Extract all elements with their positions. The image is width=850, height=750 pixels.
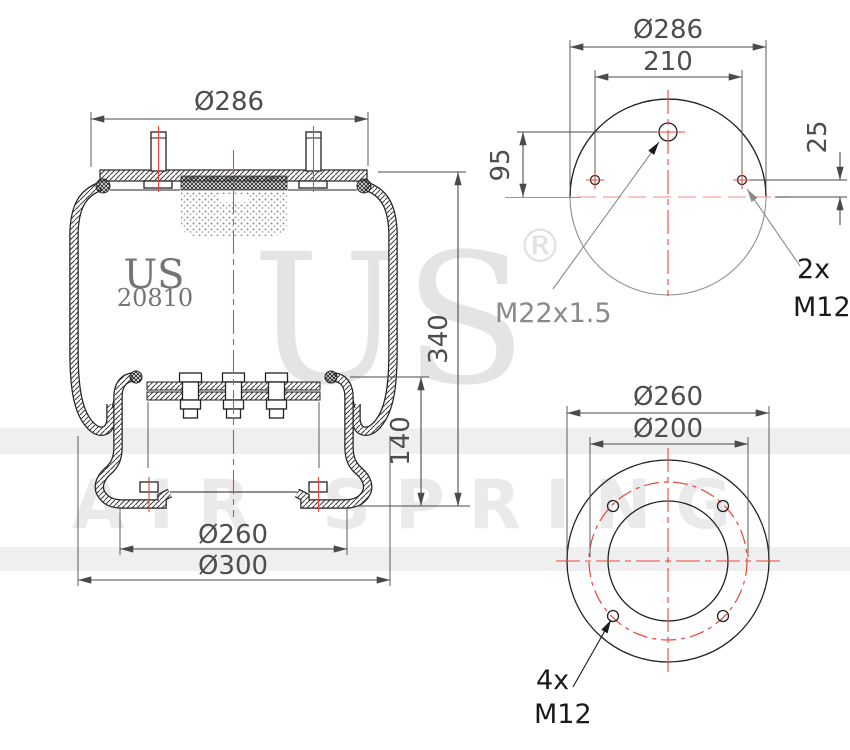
bottom-view-dimensions: Ø260 Ø200 [566, 382, 770, 557]
air-port-leader [552, 141, 660, 290]
bead-left [95, 178, 111, 194]
side-dimensions: Ø286 340 140 Ø260 Ø300 [77, 87, 470, 586]
bead-right [356, 178, 372, 194]
dim-side-d286: Ø286 [194, 87, 264, 117]
dim-top-25: 25 [803, 120, 833, 153]
dim-side-340: 340 [424, 314, 454, 364]
watermark-band-lower [0, 547, 850, 571]
part-marking-number: 20810 [117, 284, 193, 312]
bolt-leader [572, 619, 612, 688]
dim-top-95: 95 [486, 148, 516, 181]
dim-bottom-d260: Ø260 [633, 382, 703, 412]
stud-thread-label: M12 [793, 292, 850, 323]
air-port-label: M22x1.5 [495, 298, 612, 329]
bolt-hole-3 [606, 609, 620, 623]
dim-bottom-d200: Ø200 [633, 414, 703, 444]
top-view-dimensions: Ø286 210 95 25 [486, 15, 847, 225]
watermark-band-upper [0, 428, 850, 454]
dim-top-d286: Ø286 [633, 15, 703, 45]
bottom-view: Ø260 Ø200 4x M12 [534, 382, 783, 730]
bolt-thread-label: M12 [534, 699, 592, 730]
side-view: US 20810 Ø286 340 140 Ø260 Ø300 [74, 87, 470, 586]
bolt-hole-4 [716, 609, 730, 623]
bolt-count-label: 4x [536, 665, 569, 696]
dim-side-140: 140 [386, 416, 416, 466]
dim-top-210: 210 [643, 47, 693, 77]
registered-mark-icon: ® [517, 219, 563, 273]
stud-count-label: 2x [797, 254, 830, 285]
watermark: US ® AIR SPRING [0, 216, 850, 571]
stud-leader [746, 188, 801, 267]
bolt-hole-2 [716, 499, 730, 513]
part-marking-brand: US [123, 252, 184, 298]
bolt-hole-1 [606, 499, 620, 513]
dim-side-d260: Ø260 [198, 520, 268, 550]
watermark-tagline: AIR SPRING [72, 466, 755, 545]
dim-side-d300: Ø300 [198, 551, 268, 581]
top-view: Ø286 210 95 25 M22x1.5 2x M12 [486, 15, 850, 329]
